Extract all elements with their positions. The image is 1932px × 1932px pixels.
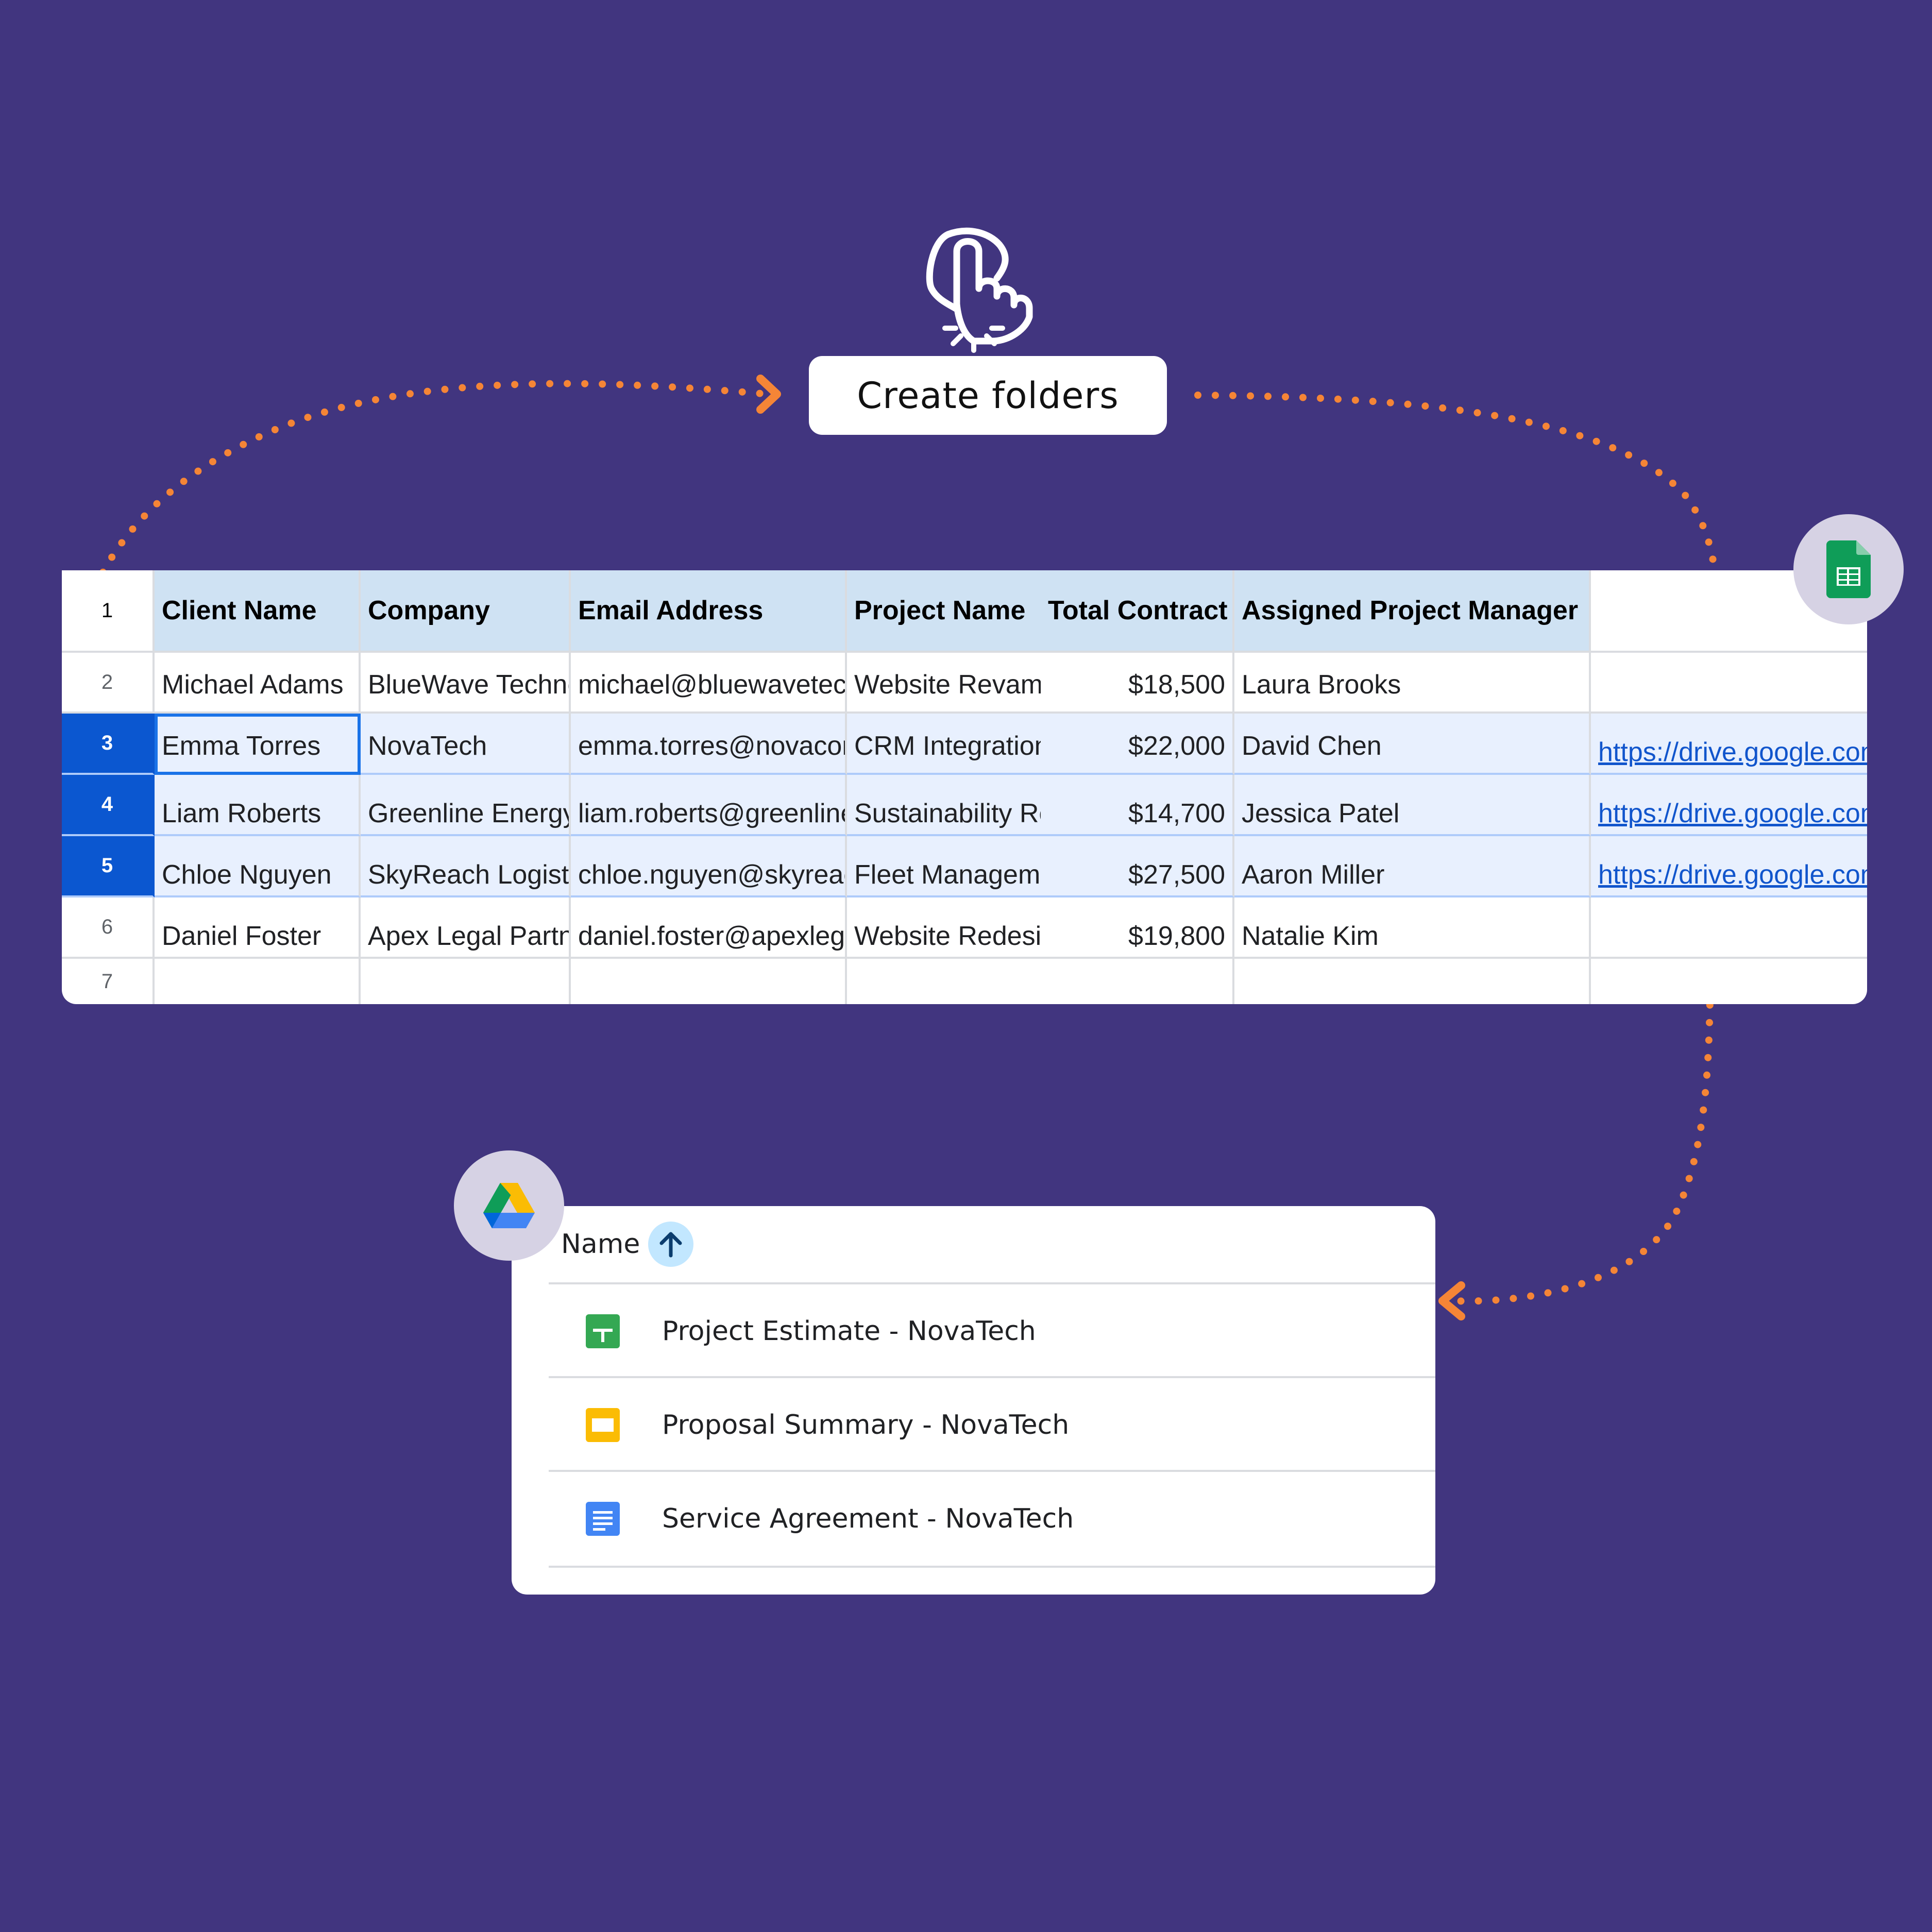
drive-file-list: Name Project Estimate - NovaTech: [512, 1206, 1435, 1595]
row-number[interactable]: 1: [62, 570, 155, 653]
cell-folder-link[interactable]: [1591, 653, 1867, 714]
cell-empty[interactable]: [1591, 959, 1867, 1004]
cell-total-contract[interactable]: $18,500: [1041, 653, 1234, 714]
cell-project-name[interactable]: Fleet Management: [847, 836, 1041, 897]
google-sheets-icon: [1826, 540, 1871, 598]
cell-folder-link[interactable]: https://drive.google.com: [1591, 775, 1867, 836]
arrow-head-right: [756, 375, 781, 414]
header-company[interactable]: Company: [361, 570, 571, 653]
cell-total-contract[interactable]: $14,700: [1041, 775, 1234, 836]
cell-email[interactable]: emma.torres@novacorp.com: [571, 714, 847, 775]
file-row[interactable]: Service Agreement - NovaTech: [549, 1470, 1435, 1566]
cell-project-name[interactable]: Website Revamp: [847, 653, 1041, 714]
table-row: 2 Michael Adams BlueWave Technologies mi…: [62, 653, 1867, 714]
name-column-label: Name: [561, 1229, 640, 1260]
file-row[interactable]: Project Estimate - NovaTech: [549, 1282, 1435, 1378]
header-total-contract[interactable]: Total Contract: [1041, 570, 1234, 653]
cell-email[interactable]: liam.roberts@greenline.com: [571, 775, 847, 836]
cell-project-name[interactable]: Sustainability Report: [847, 775, 1041, 836]
google-sheets-file-icon: [586, 1314, 620, 1348]
arrow-up-icon: [659, 1232, 682, 1258]
google-drive-icon: [483, 1183, 535, 1228]
spreadsheet: 1 Client Name Company Email Address Proj…: [62, 570, 1867, 1004]
cell-company[interactable]: Apex Legal Partners: [361, 897, 571, 959]
create-folders-button[interactable]: Create folders: [809, 356, 1167, 435]
google-slides-file-icon: [586, 1408, 620, 1442]
cell-empty[interactable]: [155, 959, 361, 1004]
cell-project-manager[interactable]: Natalie Kim: [1234, 897, 1591, 959]
row-number[interactable]: 3: [62, 714, 155, 775]
cell-project-name[interactable]: Website Redesign: [847, 897, 1041, 959]
arrow-path-button-to-sheet: [1194, 392, 1722, 673]
file-name: Service Agreement - NovaTech: [662, 1503, 1074, 1534]
cell-email[interactable]: daniel.foster@apexlegal.com: [571, 897, 847, 959]
cell-client-name[interactable]: Liam Roberts: [155, 775, 361, 836]
cell-empty[interactable]: [571, 959, 847, 1004]
google-sheets-badge: [1793, 514, 1904, 624]
cell-folder-link[interactable]: [1591, 897, 1867, 959]
cell-total-contract[interactable]: $19,800: [1041, 897, 1234, 959]
cell-company[interactable]: NovaTech: [361, 714, 571, 775]
sort-ascending-button[interactable]: [648, 1222, 694, 1267]
name-column-header[interactable]: Name: [561, 1218, 694, 1270]
cell-empty[interactable]: [847, 959, 1041, 1004]
table-row: 6 Daniel Foster Apex Legal Partners dani…: [62, 897, 1867, 959]
file-name: Proposal Summary - NovaTech: [662, 1410, 1070, 1440]
cell-empty[interactable]: [1234, 959, 1591, 1004]
cell-empty[interactable]: [361, 959, 571, 1004]
cell-project-manager[interactable]: Aaron Miller: [1234, 836, 1591, 897]
cell-folder-link[interactable]: https://drive.google.com: [1591, 714, 1867, 775]
cell-project-manager[interactable]: Laura Brooks: [1234, 653, 1591, 714]
cell-folder-link[interactable]: https://drive.google.com: [1591, 836, 1867, 897]
cell-email[interactable]: chloe.nguyen@skyreach.com: [571, 836, 847, 897]
cell-project-manager[interactable]: Jessica Patel: [1234, 775, 1591, 836]
arrow-head-left: [1438, 1281, 1465, 1320]
header-project-manager[interactable]: Assigned Project Manager: [1234, 570, 1591, 653]
header-project-name[interactable]: Project Name: [847, 570, 1041, 653]
row-number[interactable]: 5: [62, 836, 155, 897]
cell-company[interactable]: SkyReach Logistics: [361, 836, 571, 897]
table-row-selected: 4 Liam Roberts Greenline Energy liam.rob…: [62, 775, 1867, 836]
cell-total-contract[interactable]: $27,500: [1041, 836, 1234, 897]
cell-total-contract[interactable]: $22,000: [1041, 714, 1234, 775]
cell-client-name-active[interactable]: Emma Torres: [155, 714, 361, 775]
header-email[interactable]: Email Address: [571, 570, 847, 653]
arrow-path-sheet-to-drive: [1449, 931, 1715, 1305]
divider: [549, 1566, 1435, 1568]
row-number[interactable]: 4: [62, 775, 155, 836]
cell-company[interactable]: BlueWave Technologies: [361, 653, 571, 714]
cell-project-name[interactable]: CRM Integration: [847, 714, 1041, 775]
row-number[interactable]: 6: [62, 897, 155, 959]
google-docs-file-icon: [586, 1502, 620, 1536]
table-row-selected: 5 Chloe Nguyen SkyReach Logistics chloe.…: [62, 836, 1867, 897]
file-name: Project Estimate - NovaTech: [662, 1316, 1036, 1347]
file-row[interactable]: Proposal Summary - NovaTech: [549, 1376, 1435, 1472]
table-row: 7: [62, 959, 1867, 1004]
header-client-name[interactable]: Client Name: [155, 570, 361, 653]
cell-client-name[interactable]: Daniel Foster: [155, 897, 361, 959]
table-row-selected: 3 Emma Torres NovaTech emma.torres@novac…: [62, 714, 1867, 775]
cell-company[interactable]: Greenline Energy: [361, 775, 571, 836]
cell-project-manager[interactable]: David Chen: [1234, 714, 1591, 775]
row-number[interactable]: 2: [62, 653, 155, 714]
row-number[interactable]: 7: [62, 959, 155, 1004]
google-drive-badge: [454, 1150, 564, 1261]
cell-empty[interactable]: [1041, 959, 1234, 1004]
cell-email[interactable]: michael@bluewavetech.com: [571, 653, 847, 714]
cell-client-name[interactable]: Chloe Nguyen: [155, 836, 361, 897]
cell-client-name[interactable]: Michael Adams: [155, 653, 361, 714]
header-row: 1 Client Name Company Email Address Proj…: [62, 570, 1867, 653]
